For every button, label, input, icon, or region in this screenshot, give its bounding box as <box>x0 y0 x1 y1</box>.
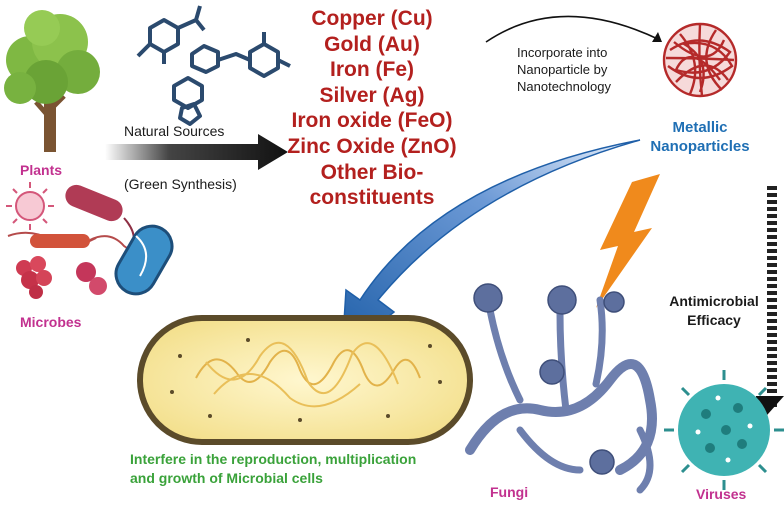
metal-item: Iron (Fe) <box>330 58 414 82</box>
tree-icon <box>4 10 100 152</box>
bacteria-icon <box>6 182 174 299</box>
bacterial-cell-icon <box>137 315 473 445</box>
synthesis-arrow <box>105 134 288 170</box>
incorporate-arrow <box>485 15 661 43</box>
green-synthesis-label: (Green Synthesis) <box>124 176 237 192</box>
microbes-label: Microbes <box>20 314 82 330</box>
nanoparticles-line: Metallic <box>672 119 728 136</box>
fungi-icon <box>465 283 657 494</box>
incorporate-label: Incorporate into Nanoparticle by Nanotec… <box>517 44 611 95</box>
metal-item: Iron oxide (FeO) <box>291 109 453 133</box>
metal-list: Copper (Cu) Gold (Au) Iron (Fe) Silver (… <box>262 6 482 211</box>
virus-icon <box>664 370 784 490</box>
efficacy-line: Efficacy <box>687 312 741 328</box>
plants-label: Plants <box>20 162 63 178</box>
metal-item: constituents <box>309 186 435 210</box>
interfere-label: Interfere in the reproduction, multiplic… <box>130 450 416 488</box>
metal-item: Other Bio- <box>320 160 424 184</box>
interfere-line: Interfere in the reproduction, multiplic… <box>130 451 417 467</box>
natural-sources-label: Natural Sources <box>124 123 225 139</box>
molecule-icon <box>136 5 291 126</box>
metal-item: Zinc Oxide (ZnO) <box>287 134 457 158</box>
metal-item: Copper (Cu) <box>311 7 433 30</box>
interfere-line: and growth of Microbial cells <box>130 470 323 486</box>
lightning-icon <box>596 174 660 308</box>
incorporate-line: Nanotechnology <box>517 79 611 94</box>
nanoparticle-icon <box>662 22 738 98</box>
antimicrobial-efficacy-label: Antimicrobial Efficacy <box>656 292 772 330</box>
metal-item: Silver (Ag) <box>319 83 425 107</box>
fungi-label: Fungi <box>490 484 529 500</box>
viruses-label: Viruses <box>696 486 747 502</box>
metal-item: Gold (Au) <box>324 32 420 56</box>
metallic-nanoparticles-label: Metallic Nanoparticles <box>640 118 760 156</box>
incorporate-line: Incorporate into <box>517 45 608 60</box>
efficacy-line: Antimicrobial <box>669 293 759 309</box>
nanoparticles-line: Nanoparticles <box>650 138 750 155</box>
incorporate-line: Nanoparticle by <box>517 62 608 77</box>
